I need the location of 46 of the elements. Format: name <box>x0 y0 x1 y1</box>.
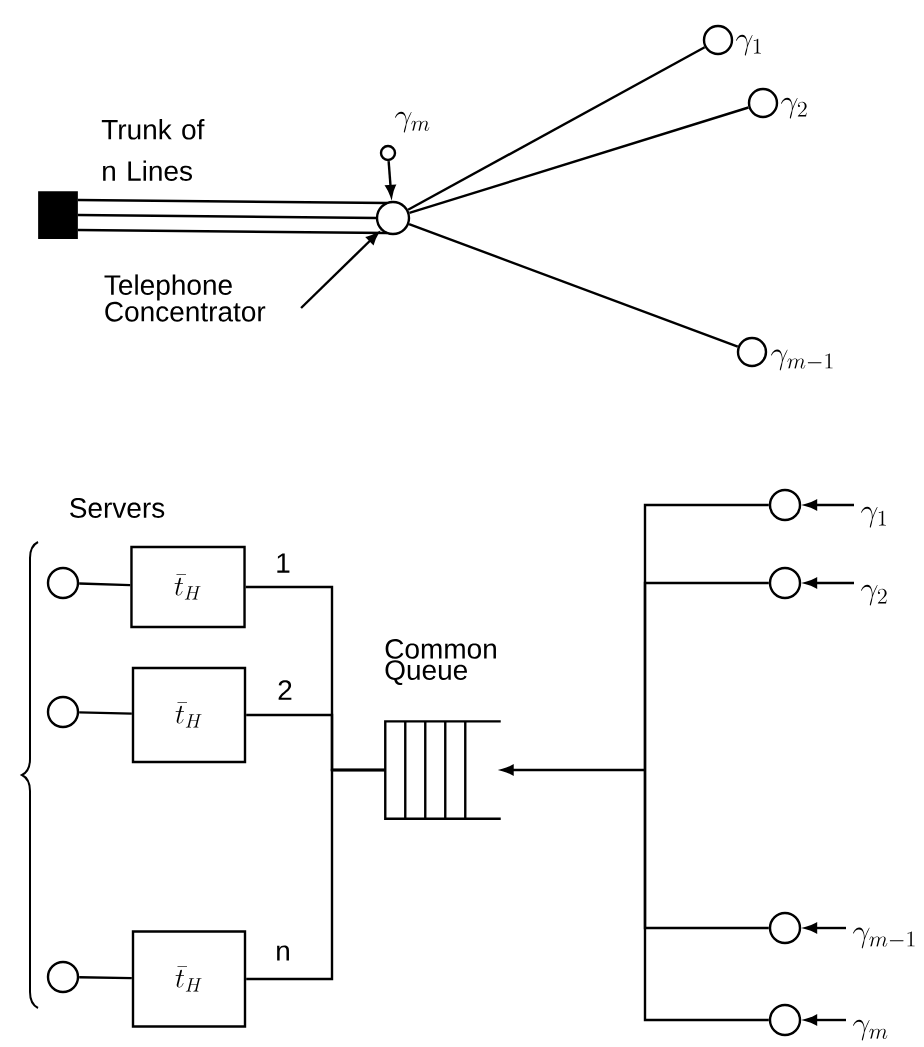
line <box>79 582 131 587</box>
circle <box>768 566 802 600</box>
line <box>408 222 739 348</box>
rate-label: $\gamma_{1}$ <box>736 34 761 56</box>
circle <box>768 1003 802 1037</box>
leader-line <box>300 232 379 309</box>
input-arrow <box>804 499 854 511</box>
line <box>643 581 769 770</box>
input-arrow <box>804 577 854 589</box>
circle <box>46 960 80 994</box>
circle <box>46 566 80 600</box>
edge-label: n <box>273 944 293 962</box>
trunk-line <box>77 228 387 235</box>
line <box>79 711 132 715</box>
arrow <box>501 764 645 776</box>
line <box>79 976 132 980</box>
rate-label: $\gamma_{m}$ <box>853 1019 888 1041</box>
trunk-line <box>77 198 387 205</box>
rate-label: $\gamma_{2}$ <box>861 584 887 606</box>
server-box: $\bar{t}_{H}$ <box>131 930 247 1028</box>
edge-label: 2 <box>275 678 295 702</box>
server-box: $\bar{t}_{H}$ <box>131 666 247 764</box>
circle <box>46 695 80 729</box>
rate-label: $\gamma_{m-1}$ <box>853 927 915 949</box>
label: Trunk of n Lines <box>101 119 205 181</box>
server-box: $\bar{t}_{H}$ <box>130 545 246 629</box>
line <box>643 770 769 1022</box>
circle <box>768 911 802 945</box>
edge-label: 1 <box>273 552 293 574</box>
input-arrow <box>804 1014 846 1026</box>
line <box>409 106 749 215</box>
line <box>407 46 706 211</box>
circle <box>768 488 802 522</box>
rate-label: $\gamma_{2}$ <box>781 97 807 119</box>
circle <box>375 200 411 236</box>
terminal-block <box>38 191 78 239</box>
input-arrow <box>804 922 846 934</box>
leader-text: Telephone Concentrator <box>104 274 266 322</box>
rate-label: $\gamma_{1}$ <box>861 506 886 528</box>
queue-label: Common Queue <box>385 639 496 685</box>
rate-label: $\gamma_{m}$ <box>395 111 430 133</box>
rate-label: $\gamma_{m-1}$ <box>771 349 833 371</box>
connector <box>246 768 386 981</box>
trunk-line <box>77 213 377 220</box>
label: Servers <box>70 498 165 518</box>
arrow <box>385 161 396 198</box>
